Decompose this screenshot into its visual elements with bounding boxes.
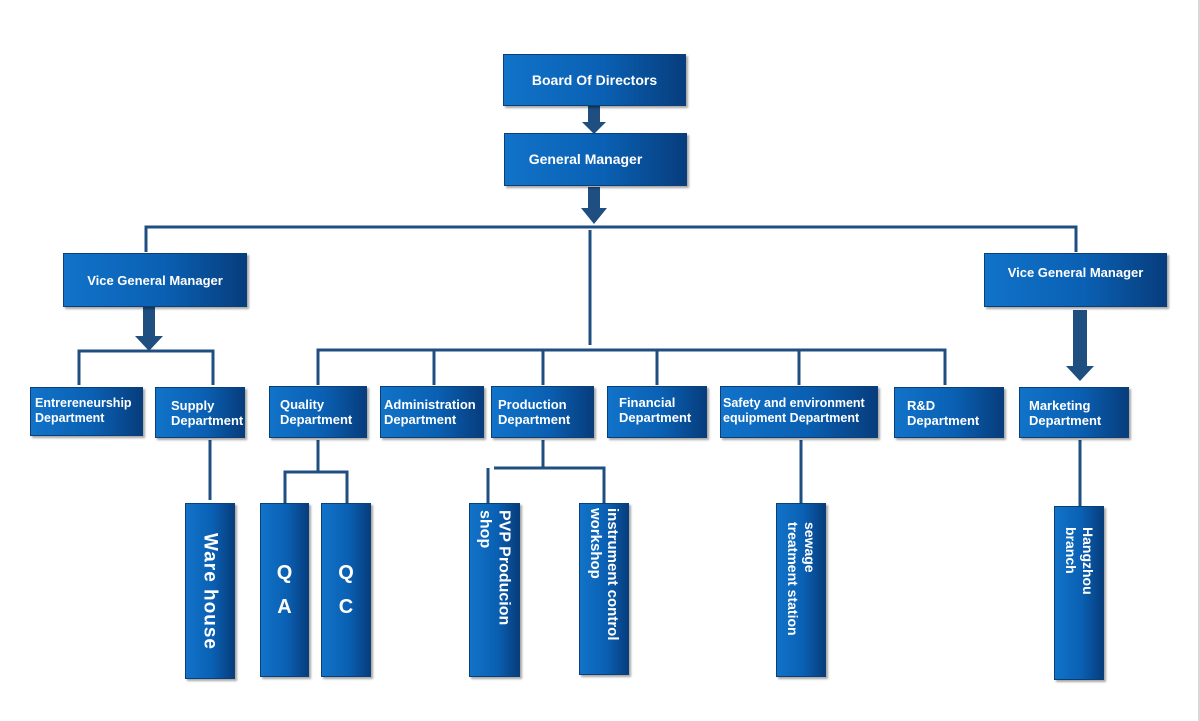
arrow-board-to-gm xyxy=(582,106,606,134)
arrow-right-vgm-down xyxy=(1066,310,1094,381)
rnd-dept-label: R&D Department xyxy=(907,397,980,428)
qc-box: Q C xyxy=(321,503,371,677)
board-of-directors-label: Board Of Directors xyxy=(531,71,658,88)
warehouse-box: Ware house xyxy=(185,503,235,679)
pvp-shop-box: PVP Producion shop xyxy=(469,503,520,677)
general-manager-label: General Manager xyxy=(528,151,643,167)
production-dept-box: Production Department xyxy=(491,386,594,438)
pvp-shop-label: PVP Producion shop xyxy=(476,510,513,626)
supply-dept-label: Supply Department xyxy=(171,397,244,428)
quality-dept-label: Quality Department xyxy=(280,397,353,427)
top-horizontal-connector xyxy=(144,225,1078,252)
supply-dept-box: Supply Department xyxy=(155,387,245,438)
quality-to-qa-qc xyxy=(283,440,349,503)
vice-gm-left-box: Vice General Manager xyxy=(63,253,247,307)
rnd-dept-box: R&D Department xyxy=(894,387,1004,438)
sewage-station-label: sewage treatment station xyxy=(785,522,818,636)
financial-dept-label: Financial Department xyxy=(619,395,692,425)
qa-label: Q A xyxy=(276,562,293,618)
sewage-station-box: sewage treatment station xyxy=(776,503,826,677)
marketing-dept-box: Marketing Department xyxy=(1019,387,1129,438)
qc-label: Q C xyxy=(338,562,354,618)
entrepreneurship-dept-label: Entrereneurship Department xyxy=(35,396,132,425)
instrument-workshop-label: instrument control workshop xyxy=(587,508,621,641)
instrument-workshop-box: instrument control workshop xyxy=(579,503,629,675)
qa-box: Q A xyxy=(260,503,309,677)
hangzhou-branch-box: Hangzhou branch xyxy=(1054,506,1104,680)
production-to-shops xyxy=(486,440,606,503)
arrow-gm-down xyxy=(581,187,607,224)
vice-gm-right-box: Vice General Manager xyxy=(984,253,1167,307)
arrow-left-vgm-down xyxy=(135,307,163,351)
administration-dept-label: Administration Department xyxy=(384,397,476,427)
safety-dept-label: Safety and environment equipment Departm… xyxy=(723,396,865,425)
vice-gm-left-label: Vice General Manager xyxy=(87,272,223,288)
hangzhou-branch-label: Hangzhou branch xyxy=(1063,527,1096,595)
warehouse-label: Ware house xyxy=(199,532,221,650)
marketing-dept-label: Marketing Department xyxy=(1029,397,1102,428)
quality-dept-box: Quality Department xyxy=(269,386,367,438)
financial-dept-box: Financial Department xyxy=(607,386,707,438)
safety-dept-box: Safety and environment equipment Departm… xyxy=(720,386,878,438)
production-dept-label: Production Department xyxy=(498,397,571,427)
administration-dept-box: Administration Department xyxy=(380,386,484,438)
left-vgm-bar xyxy=(77,349,215,385)
entrepreneurship-dept-box: Entrereneurship Department xyxy=(30,387,143,436)
department-bar xyxy=(316,348,947,385)
general-manager-box: General Manager xyxy=(504,133,687,186)
vice-gm-right-label: Vice General Manager xyxy=(1007,264,1144,280)
board-of-directors-box: Board Of Directors xyxy=(503,54,686,106)
